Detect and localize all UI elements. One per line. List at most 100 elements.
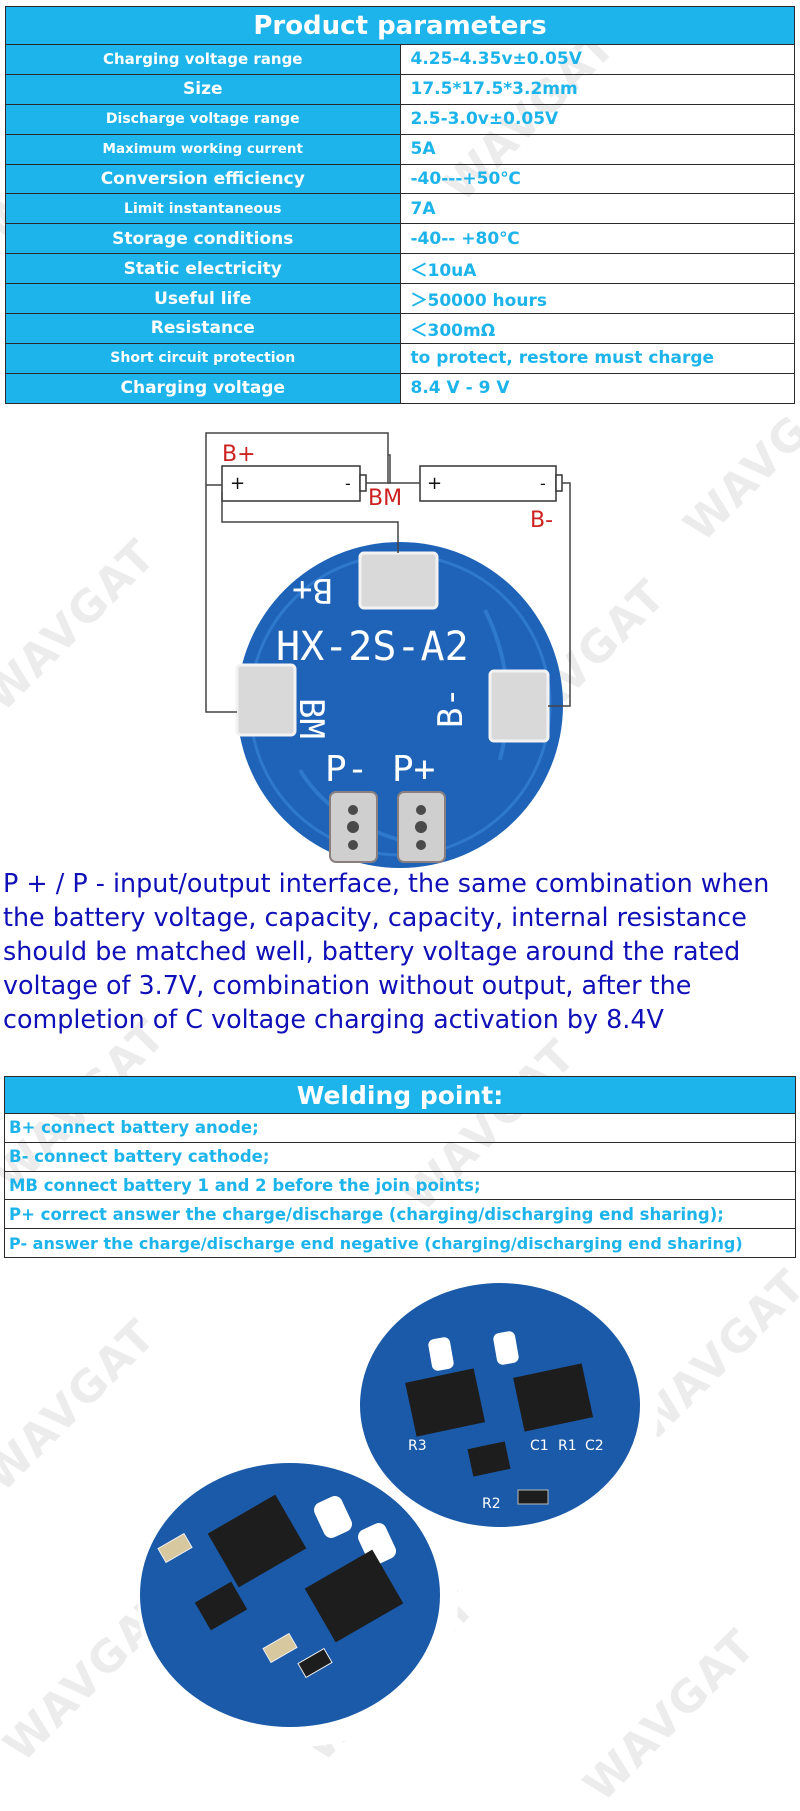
silk-p-plus: P+: [392, 749, 435, 790]
via: [415, 821, 427, 833]
watermark: WAVGAT: [0, 529, 167, 722]
battery-1: [221, 465, 361, 502]
param-label: Static electricity: [5, 253, 401, 285]
via: [416, 805, 426, 815]
param-value: 4.25-4.35v±0.05V: [399, 44, 795, 75]
product-parameters-table: Product parameters Charging voltage rang…: [5, 6, 795, 404]
welding-item: B+ connect battery anode;: [4, 1113, 796, 1143]
label-b-minus: B-: [530, 508, 553, 533]
parameters-title: Product parameters: [5, 6, 795, 45]
label-b-plus: B+: [222, 442, 256, 467]
param-label: Maximum working current: [5, 133, 401, 165]
param-label: Resistance: [5, 313, 401, 344]
table-row: Storage conditions -40-- +80℃: [5, 223, 795, 255]
silk-b-minus: B-: [431, 687, 471, 728]
battery-1-terminal: [359, 474, 367, 492]
board-back-pad: [428, 1337, 454, 1371]
via: [347, 821, 359, 833]
table-row: Size 17.5*17.5*3.2mm: [5, 73, 795, 105]
table-row: Maximum working current 5A: [5, 133, 795, 165]
table-row: Limit instantaneous 7A: [5, 193, 795, 225]
label-bm: BM: [368, 486, 402, 511]
table-row: Static electricity ＜10uA: [5, 253, 795, 285]
board-back-pad: [493, 1331, 519, 1365]
product-photo: R3 C1 R1 C2 R2: [138, 1283, 658, 1747]
smd-resistor: [517, 1489, 549, 1505]
welding-title: Welding point:: [4, 1076, 796, 1114]
param-value: 5A: [399, 133, 795, 165]
interface-description: P + / P - input/output interface, the sa…: [3, 868, 770, 1034]
table-row: Short circuit protection to protect, res…: [5, 342, 795, 374]
wire-series: [205, 432, 420, 485]
param-value: 2.5-3.0v±0.05V: [399, 103, 795, 135]
table-row: MB connect battery 1 and 2 before the jo…: [4, 1170, 796, 1201]
silk-r2: R2: [482, 1496, 501, 1512]
welding-item: P- answer the charge/discharge end negat…: [4, 1228, 796, 1258]
silk-b-plus: B+: [292, 570, 333, 610]
board-back: [360, 1283, 640, 1527]
param-value: 8.4 V - 9 V: [399, 372, 795, 404]
param-value: to protect, restore must charge: [399, 342, 795, 374]
table-row: Resistance ＜300mΩ: [5, 313, 795, 344]
param-value: ＜300mΩ: [399, 313, 795, 344]
battery-2-minus: -: [540, 474, 546, 493]
param-label: Short circuit protection: [5, 342, 401, 374]
silk-c2: C2: [585, 1438, 604, 1454]
via: [348, 840, 358, 850]
silk-r1: R1: [558, 1438, 577, 1454]
param-label: Useful life: [5, 283, 401, 315]
wiring-diagram: B+ HX-2S-A2 BM B- P- P+ + - + - B+ BM B-: [205, 432, 571, 868]
param-value: ＞50000 hours: [399, 283, 795, 315]
pad-b-minus: [488, 669, 550, 743]
chip-ic: [513, 1363, 594, 1432]
table-row: Charging voltage 8.4 V - 9 V: [5, 372, 795, 404]
battery-2: [419, 465, 557, 502]
battery-2-terminal: [555, 474, 563, 492]
table-row: Useful life ＞50000 hours: [5, 283, 795, 315]
pad-bm: [235, 663, 297, 737]
table-row: Conversion efficiency -40---+50℃: [5, 163, 795, 195]
welding-item: P+ correct answer the charge/discharge (…: [4, 1199, 796, 1230]
chip-ic: [207, 1494, 307, 1588]
table-row: P+ correct answer the charge/discharge (…: [4, 1199, 796, 1230]
param-label: Size: [5, 73, 401, 105]
param-value: -40-- +80℃: [399, 223, 795, 255]
welding-item: B- connect battery cathode;: [4, 1141, 796, 1172]
param-label: Charging voltage range: [5, 44, 401, 75]
wire-b-plus: [221, 492, 399, 553]
silk-p-minus: P-: [325, 749, 368, 790]
silk-c1: C1: [530, 1438, 549, 1454]
silk-model: HX-2S-A2: [276, 624, 469, 670]
board-front-pad: [314, 1496, 352, 1538]
param-label: Limit instantaneous: [5, 193, 401, 225]
table-row: B- connect battery cathode;: [4, 1141, 796, 1172]
smd-capacitor: [157, 1532, 193, 1564]
smd-capacitor: [262, 1632, 298, 1664]
param-label: Conversion efficiency: [5, 163, 401, 195]
param-label: Discharge voltage range: [5, 103, 401, 135]
param-value: -40---+50℃: [399, 163, 795, 195]
table-row: P- answer the charge/discharge end negat…: [4, 1228, 796, 1258]
table-row: Charging voltage range 4.25-4.35v±0.05V: [5, 44, 795, 75]
welding-point-table: Welding point: B+ connect battery anode;…: [4, 1076, 796, 1258]
chip-transistor: [467, 1441, 511, 1477]
wire-bm: [205, 484, 237, 713]
battery-2-plus: +: [427, 473, 442, 494]
smd-resistor: [297, 1647, 333, 1679]
pcb-board: [237, 542, 563, 868]
via: [348, 805, 358, 815]
welding-item: MB connect battery 1 and 2 before the jo…: [4, 1170, 796, 1201]
wire-mid: [366, 454, 391, 484]
battery-1-minus: -: [345, 474, 351, 493]
silk-r3: R3: [408, 1438, 427, 1454]
param-value: 17.5*17.5*3.2mm: [399, 73, 795, 105]
wire-b-minus: [548, 482, 571, 707]
silk-bm: BM: [291, 698, 331, 739]
param-label: Storage conditions: [5, 223, 401, 255]
chip-ic: [304, 1549, 404, 1643]
table-row: Discharge voltage range 2.5-3.0v±0.05V: [5, 103, 795, 135]
via: [416, 840, 426, 850]
param-label: Charging voltage: [5, 372, 401, 404]
chip-ic: [405, 1368, 486, 1437]
param-value: 7A: [399, 193, 795, 225]
